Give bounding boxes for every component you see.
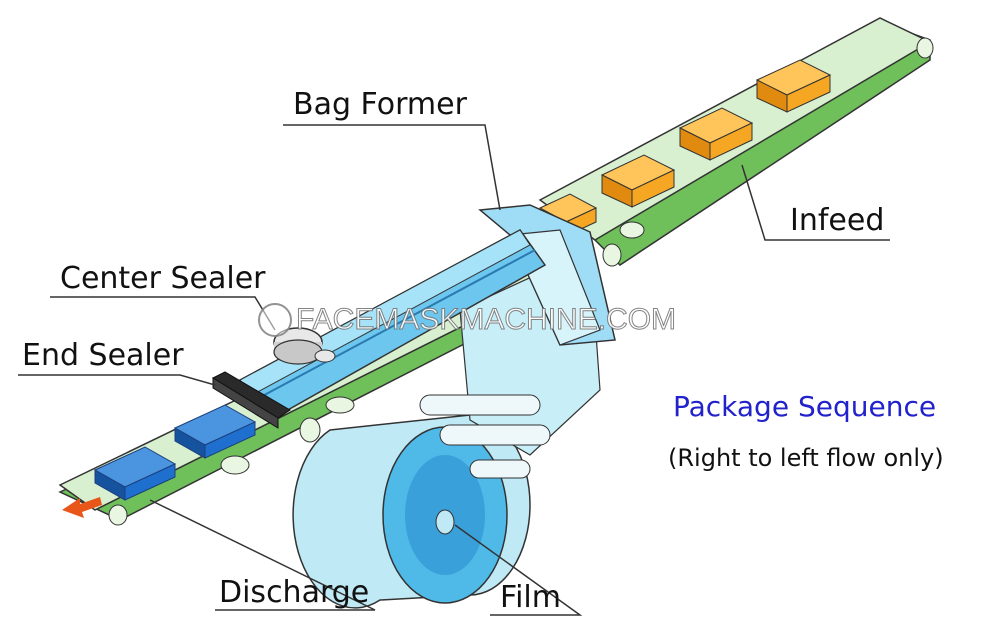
watermark-logo-icon [258,303,292,338]
end-sealer-leader [18,374,216,386]
watermark-text: FACEMASKMACHINE.COM [295,303,677,337]
label-end-sealer: End Sealer [22,338,184,373]
discharge-leader [149,499,376,611]
bagged-product [173,404,257,459]
bagged-products [93,404,257,501]
label-film: Film [500,580,561,615]
discharge-arrow-icon [62,497,102,518]
product-box [600,154,676,208]
product-box [755,59,832,113]
infeed-products [538,59,832,237]
sequence-subtitle: (Right to left flow only) [668,444,944,472]
leader-lines [18,124,890,616]
infeed-leader [741,164,890,241]
label-infeed: Infeed [790,203,885,238]
center-sealer [273,327,336,365]
label-discharge: Discharge [219,575,370,610]
film-leader [454,524,583,616]
watermark: FACEMASKMACHINE.COM [258,302,677,338]
bag-former-leader [283,124,501,211]
product-box [678,107,754,161]
sequence-title: Package Sequence [673,390,937,423]
label-center-sealer: Center Sealer [60,261,266,296]
bagged-product [93,446,177,501]
center-sealer-leader [50,296,276,331]
label-bag-former: Bag Former [293,87,467,122]
